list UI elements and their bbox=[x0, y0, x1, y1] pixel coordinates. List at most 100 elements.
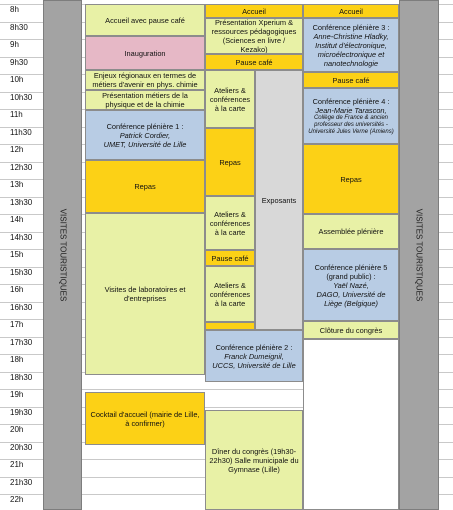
conf3-speaker: Anne-Christine Hladky, Institut d'électr… bbox=[313, 31, 389, 68]
time-label: 19h30 bbox=[10, 407, 33, 417]
day2-pause-2-text: Pause café bbox=[211, 253, 249, 263]
day2-repas: Repas bbox=[205, 128, 255, 196]
day2-ateliers-3: Ateliers & conférences à la carte bbox=[205, 266, 255, 322]
time-label: 20h30 bbox=[10, 442, 33, 452]
visits-label-left: VISITES TOURISTIQUES bbox=[58, 208, 67, 302]
time-row-line bbox=[0, 389, 453, 390]
conf4-title: Conférence plénière 4 : bbox=[312, 96, 390, 106]
conf1-speaker: Patrick Cordier, bbox=[119, 130, 171, 140]
time-label: 12h bbox=[10, 145, 24, 154]
day2-conference-2: Conférence plénière 2 : Franck Dumeignil… bbox=[205, 330, 303, 382]
day3-repas-text: Repas bbox=[340, 174, 362, 184]
conf4-detail: Collège de France & ancien professeur de… bbox=[308, 114, 394, 135]
day3-pause: Pause café bbox=[303, 72, 399, 88]
day2-ateliers-1: Ateliers & conférences à la carte bbox=[205, 70, 255, 128]
day3-accueil-text: Accueil bbox=[339, 6, 363, 16]
time-label: 8h bbox=[10, 5, 19, 14]
day3-conference-3: Conférence plénière 3 : Anne-Christine H… bbox=[303, 18, 399, 72]
day1-cocktail-text: Cocktail d'accueil (mairie de Lille, à c… bbox=[90, 409, 200, 428]
time-label: 15h30 bbox=[10, 267, 33, 277]
conf1-place: UMET, Université de Lille bbox=[103, 139, 187, 149]
time-label: 16h30 bbox=[10, 302, 33, 312]
day2-ateliers-2: Ateliers & conférences à la carte bbox=[205, 196, 255, 250]
conf1-title: Conférence plénière 1 : bbox=[106, 121, 184, 131]
conf5-place: DAGO, Université de Liège (Belgique) bbox=[316, 289, 386, 308]
time-label: 22h bbox=[10, 495, 24, 504]
time-label: 19h bbox=[10, 390, 24, 399]
time-label: 17h bbox=[10, 320, 24, 329]
day2-repas-text: Repas bbox=[219, 157, 241, 167]
conf5-title: Conférence plénière 5 (grand public) : bbox=[314, 262, 388, 281]
day3-assemblee: Assemblée plénière bbox=[303, 214, 399, 249]
time-label: 11h bbox=[10, 110, 23, 119]
time-label: 11h30 bbox=[10, 127, 32, 137]
time-label: 18h bbox=[10, 355, 24, 364]
time-label: 9h bbox=[10, 40, 19, 49]
day2-ateliers-1-text: Ateliers & conférences à la carte bbox=[209, 85, 251, 113]
visits-column-right: VISITES TOURISTIQUES bbox=[399, 0, 439, 510]
conf4-speaker: Jean-Marie Tarascon, bbox=[315, 105, 387, 115]
day1-visites: Visites de laboratoires et d'entreprises bbox=[85, 213, 205, 375]
time-label: 17h30 bbox=[10, 337, 33, 347]
conf2-title: Conférence plénière 2 : bbox=[215, 342, 293, 352]
day1-presentation-text: Présentation métiers de la physique et d… bbox=[102, 91, 188, 109]
time-label: 12h30 bbox=[10, 162, 33, 172]
day1-cocktail: Cocktail d'accueil (mairie de Lille, à c… bbox=[85, 392, 205, 445]
time-label: 21h bbox=[10, 460, 24, 469]
conf3-title: Conférence plénière 3 : bbox=[312, 22, 390, 32]
conf5-speaker: Yaël Nazé, bbox=[333, 280, 369, 290]
conf2-speaker: Franck Dumeignil, bbox=[224, 351, 284, 361]
visits-column-left: VISITES TOURISTIQUES bbox=[43, 0, 82, 510]
visits-label-right: VISITES TOURISTIQUES bbox=[414, 208, 424, 302]
day1-accueil: Accueil avec pause café bbox=[85, 4, 205, 36]
day3-conference-4: Conférence plénière 4 : Jean-Marie Taras… bbox=[303, 88, 399, 144]
time-row-line bbox=[0, 406, 453, 408]
time-label: 13h bbox=[10, 180, 24, 189]
day3-cloture-text: Clôture du congrès bbox=[319, 325, 383, 335]
day3-repas: Repas bbox=[303, 144, 399, 214]
day2-exposants: Exposants bbox=[255, 70, 303, 330]
time-label: 14h bbox=[10, 215, 24, 224]
day2-diner-text: Dîner du congrès (19h30-22h30) Salle mun… bbox=[209, 446, 299, 474]
day2-pause-2: Pause café bbox=[205, 250, 255, 266]
day2-xperium-text: Présentation Xperium & ressources pédago… bbox=[211, 18, 297, 54]
time-label: 10h30 bbox=[10, 92, 33, 102]
day2-ateliers-end bbox=[205, 322, 255, 330]
day2-accueil-text: Accueil bbox=[242, 6, 266, 16]
day2-pause-1-text: Pause café bbox=[235, 57, 273, 67]
conf2-place: UCCS, Université de Lille bbox=[212, 360, 296, 370]
day2-pause-1: Pause café bbox=[205, 54, 303, 70]
day3-cloture: Clôture du congrès bbox=[303, 321, 399, 339]
time-label: 8h30 bbox=[10, 22, 28, 32]
day3-assemblee-text: Assemblée plénière bbox=[318, 227, 384, 236]
day1-inauguration: Inauguration bbox=[85, 36, 205, 70]
day1-repas-text: Repas bbox=[134, 182, 156, 191]
day1-conference-1: Conférence plénière 1 : Patrick Cordier,… bbox=[85, 110, 205, 160]
day1-presentation: Présentation métiers de la physique et d… bbox=[85, 90, 205, 110]
day1-enjeux: Enjeux régionaux en termes de métiers d'… bbox=[85, 70, 205, 90]
day2-diner: Dîner du congrès (19h30-22h30) Salle mun… bbox=[205, 410, 303, 510]
time-label: 15h bbox=[10, 250, 24, 259]
day2-ateliers-3-text: Ateliers & conférences à la carte bbox=[209, 280, 251, 308]
day3-conference-5: Conférence plénière 5 (grand public) : Y… bbox=[303, 249, 399, 321]
time-label: 14h30 bbox=[10, 232, 33, 242]
day3-accueil: Accueil bbox=[303, 4, 399, 18]
day3-evening-empty bbox=[303, 339, 399, 510]
time-label: 20h bbox=[10, 425, 24, 434]
time-label: 9h30 bbox=[10, 57, 28, 67]
day2-ateliers-2-text: Ateliers & conférences à la carte bbox=[209, 209, 251, 237]
day3-pause-text: Pause café bbox=[332, 75, 370, 85]
day1-enjeux-text: Enjeux régionaux en termes de métiers d'… bbox=[92, 71, 198, 89]
day2-xperium: Présentation Xperium & ressources pédago… bbox=[205, 18, 303, 54]
day2-exposants-text: Exposants bbox=[261, 195, 297, 205]
time-label: 10h bbox=[10, 75, 24, 84]
day1-repas: Repas bbox=[85, 160, 205, 213]
time-label: 18h30 bbox=[10, 372, 33, 382]
time-label: 16h bbox=[10, 285, 24, 294]
day1-visites-text: Visites de laboratoires et d'entreprises bbox=[104, 285, 186, 303]
time-label: 13h30 bbox=[10, 197, 33, 207]
day1-inauguration-text: Inauguration bbox=[124, 48, 166, 58]
day1-accueil-text: Accueil avec pause café bbox=[105, 15, 185, 25]
time-label: 21h30 bbox=[10, 477, 33, 487]
day2-accueil: Accueil bbox=[205, 4, 303, 18]
